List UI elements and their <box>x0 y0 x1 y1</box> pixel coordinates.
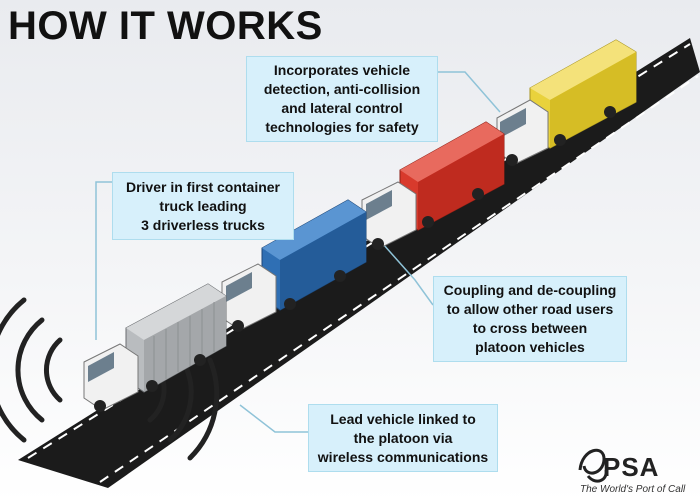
truck-red <box>361 121 505 250</box>
truck-yellow <box>496 39 637 166</box>
callout-line: truck leading <box>159 197 247 214</box>
callout-line: and lateral control <box>281 100 403 116</box>
callout-line: Driver in first container <box>125 178 281 195</box>
psa-logo-text: PSA <box>603 452 660 482</box>
truck-grey-lead <box>83 283 227 412</box>
truck-blue <box>221 199 367 332</box>
callout-line: wireless communications <box>317 448 489 465</box>
callout-line: the platoon via <box>353 429 453 446</box>
callout-line: to allow other road users <box>446 301 614 317</box>
callout-driver: Driver in first container truck leading … <box>112 172 294 240</box>
page-title: HOW IT WORKS <box>8 4 323 48</box>
callout-line: Coupling and de-coupling <box>443 282 617 298</box>
psa-logo-icon <box>578 448 608 483</box>
callout-safety: Incorporates vehicle detection, anti-col… <box>246 56 438 142</box>
leader-lines <box>95 71 501 433</box>
callout-line: Lead vehicle linked to <box>330 410 476 427</box>
callout-line: Incorporates vehicle <box>273 62 411 78</box>
callout-coupling: Coupling and de-coupling to allow other … <box>433 276 627 362</box>
callout-line: detection, anti-collision <box>263 81 421 97</box>
callout-line: technologies for safety <box>265 119 419 135</box>
callout-line: 3 driverless trucks <box>141 216 265 233</box>
callout-line: to cross between <box>472 320 588 336</box>
callout-line: platoon vehicles <box>475 339 585 355</box>
psa-tagline: The World's Port of Call <box>580 484 686 495</box>
callout-wireless: Lead vehicle linked to the platoon via w… <box>308 404 498 472</box>
